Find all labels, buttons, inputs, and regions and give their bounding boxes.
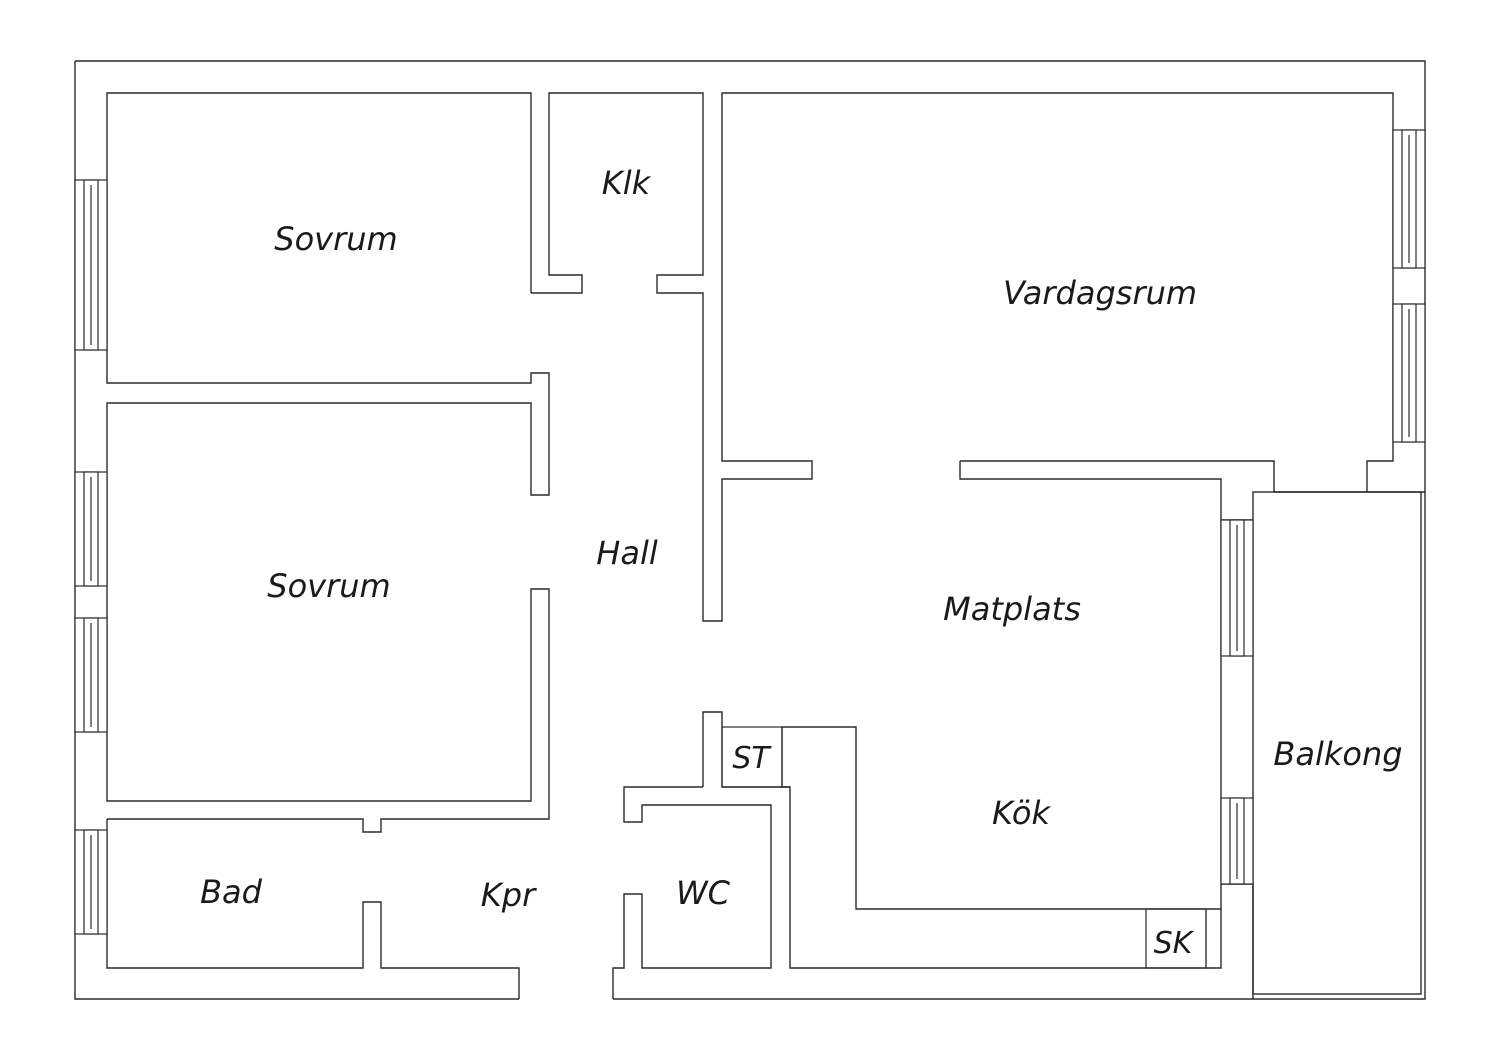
label-kpr: Kpr — [481, 876, 537, 914]
label-balkong: Balkong — [1273, 735, 1402, 773]
closet-walls — [531, 92, 1394, 622]
label-st: ST — [732, 741, 772, 776]
label-vardagsrum: Vardagsrum — [1003, 274, 1197, 312]
wc-walls — [612, 711, 790, 999]
kitchen-fixtures — [1145, 908, 1207, 969]
label-sovrum-bottom: Sovrum — [267, 567, 390, 605]
label-hall: Hall — [596, 534, 658, 572]
label-matplats: Matplats — [943, 590, 1081, 628]
bath-walls — [106, 819, 520, 999]
label-wc: WC — [676, 874, 731, 912]
label-bad: Bad — [200, 873, 263, 911]
label-sk: SK — [1154, 926, 1195, 961]
living-room-walls — [781, 461, 1254, 999]
balcony-walls — [960, 440, 1425, 995]
outer-walls — [74, 60, 1426, 1000]
windows — [74, 129, 1426, 935]
bedroom-top-walls — [106, 92, 550, 833]
label-klk: Klk — [602, 164, 652, 202]
label-kok: Kök — [992, 794, 1051, 832]
label-sovrum-top: Sovrum — [274, 220, 397, 258]
